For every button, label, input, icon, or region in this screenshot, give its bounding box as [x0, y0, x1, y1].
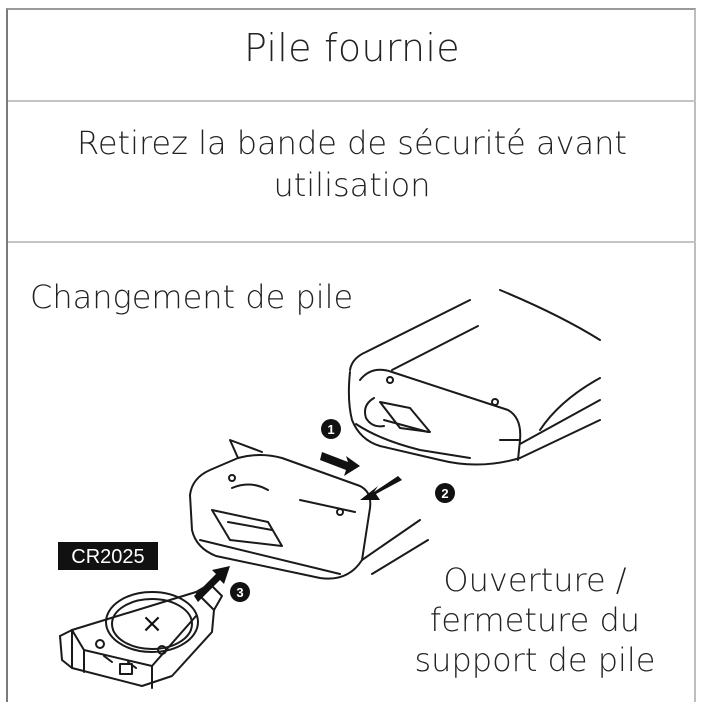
step-2-number: 2	[441, 486, 448, 501]
holder-caption-line-3: support de pile	[414, 641, 656, 679]
remote-body	[347, 289, 601, 466]
battery-type-label: CR2025	[71, 546, 144, 568]
battery-label-box	[58, 542, 158, 570]
holder-caption-line-1: Ouverture /	[443, 561, 627, 599]
step-3-marker	[230, 582, 250, 602]
safety-notice-line-1: Retirez la bande de sécurité avant	[77, 124, 627, 162]
arrow-2	[360, 476, 402, 500]
battery-holder-drawer	[189, 439, 429, 580]
step-1-number: 1	[327, 422, 334, 437]
section-heading: Changement de pile	[30, 278, 354, 316]
document-frame	[6, 8, 696, 702]
divider-2	[8, 241, 696, 243]
step-3-number: 3	[236, 585, 243, 600]
safety-notice-line-2: utilisation	[273, 166, 431, 204]
step-2-marker	[435, 483, 455, 503]
holder-caption-line-2: fermeture du	[429, 601, 641, 639]
holder-caption: Ouverture / fermeture du support de pile	[405, 560, 665, 680]
divider-1	[8, 100, 696, 102]
arrow-1	[320, 452, 360, 476]
battery-plus-symbol: ×	[141, 609, 163, 639]
page-title: Pile fournie	[244, 26, 460, 70]
step-1-marker	[321, 419, 341, 439]
arrow-3	[194, 566, 230, 602]
safety-notice: Retirez la bande de sécurité avant utili…	[8, 122, 696, 206]
step-markers: 1 2 3	[230, 419, 455, 602]
